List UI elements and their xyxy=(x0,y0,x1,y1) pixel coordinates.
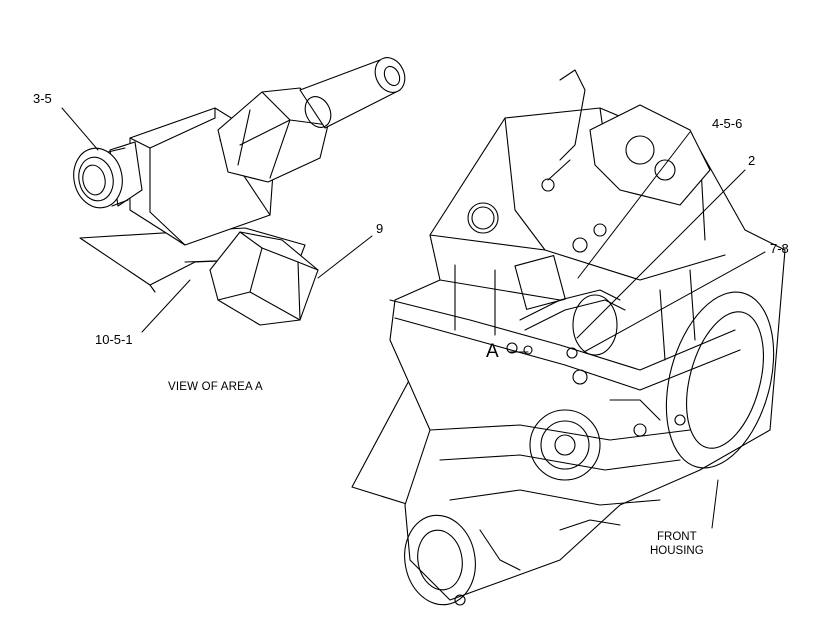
fitting-detail xyxy=(73,57,406,326)
area-a-label: A xyxy=(486,341,499,362)
leader-lines xyxy=(61,107,766,529)
callout-9: 9 xyxy=(376,221,384,236)
engine-assembly xyxy=(351,69,786,606)
callout-4-5-6: 4-5-6 xyxy=(712,116,743,131)
front-housing-label: FRONT HOUSING xyxy=(650,530,704,559)
callout-10-5-1: 10-5-1 xyxy=(95,332,133,347)
view-caption: VIEW OF AREA A xyxy=(168,381,263,393)
front-housing-line-1: FRONT xyxy=(657,531,697,543)
front-housing-line-2: HOUSING xyxy=(650,545,704,558)
callout-3-5: 3-5 xyxy=(33,91,52,106)
callout-7-8: 7-8 xyxy=(770,241,789,256)
callout-2: 2 xyxy=(748,153,756,168)
